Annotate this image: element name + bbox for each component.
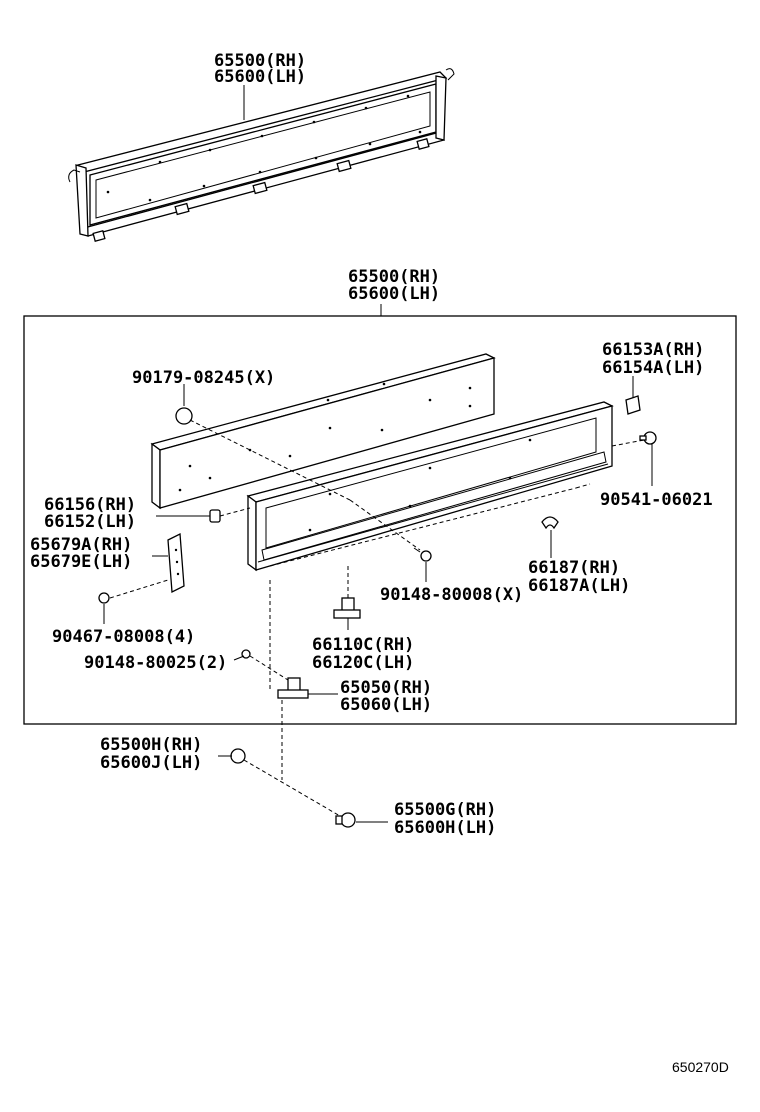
hook-66153a [625,395,641,415]
label-65600h: 65600H(LH) [394,818,496,838]
cap-90179 [175,407,193,425]
bracket-65679a [167,532,185,594]
clip-66187 [541,516,559,530]
label-65050: 65050(RH) [340,678,432,698]
bolt-65500g [335,812,356,828]
label-65679e: 65679E(LH) [30,552,132,572]
clip-66156 [209,509,221,523]
label-66187: 66187(RH) [528,558,620,578]
hinge-66110c [333,597,361,619]
inner-panel [150,353,496,510]
bolt-90148-80008 [413,547,432,562]
nut-65500h [230,748,246,764]
label-66120c: 66120C(LH) [312,653,414,673]
label-90148-2: 90148-80025(2) [84,653,227,673]
exploded-view-frame [23,315,737,725]
label-top-lh: 65600(LH) [214,67,306,87]
bolt-90467 [98,592,110,604]
label-65600j: 65600J(LH) [100,753,202,773]
label-66154a: 66154A(LH) [602,358,704,378]
label-66152: 66152(LH) [44,512,136,532]
figure-code: 650270D [672,1059,729,1075]
label-66110c: 66110C(RH) [312,635,414,655]
bolt-90541 [639,431,657,445]
label-90148-x: 90148-80008(X) [380,585,523,605]
outer-frame [246,401,614,572]
hinge-65050 [277,677,309,699]
label-65679a: 65679A(RH) [30,535,132,555]
label-90179: 90179-08245(X) [132,368,275,388]
label-65500g: 65500G(RH) [394,800,496,820]
label-box-rh: 65500(RH) [348,267,440,287]
label-90467: 90467-08008(4) [52,627,195,647]
label-65500h: 65500H(RH) [100,735,202,755]
label-top-rh: 65500(RH) [214,51,306,71]
label-66187a: 66187A(LH) [528,576,630,596]
assembled-gate-illustration [68,68,455,242]
label-box-lh: 65600(LH) [348,284,440,304]
label-66156: 66156(RH) [44,495,136,515]
label-65060: 65060(LH) [340,695,432,715]
label-66153a: 66153A(RH) [602,340,704,360]
label-90541: 90541-06021 [600,490,713,510]
